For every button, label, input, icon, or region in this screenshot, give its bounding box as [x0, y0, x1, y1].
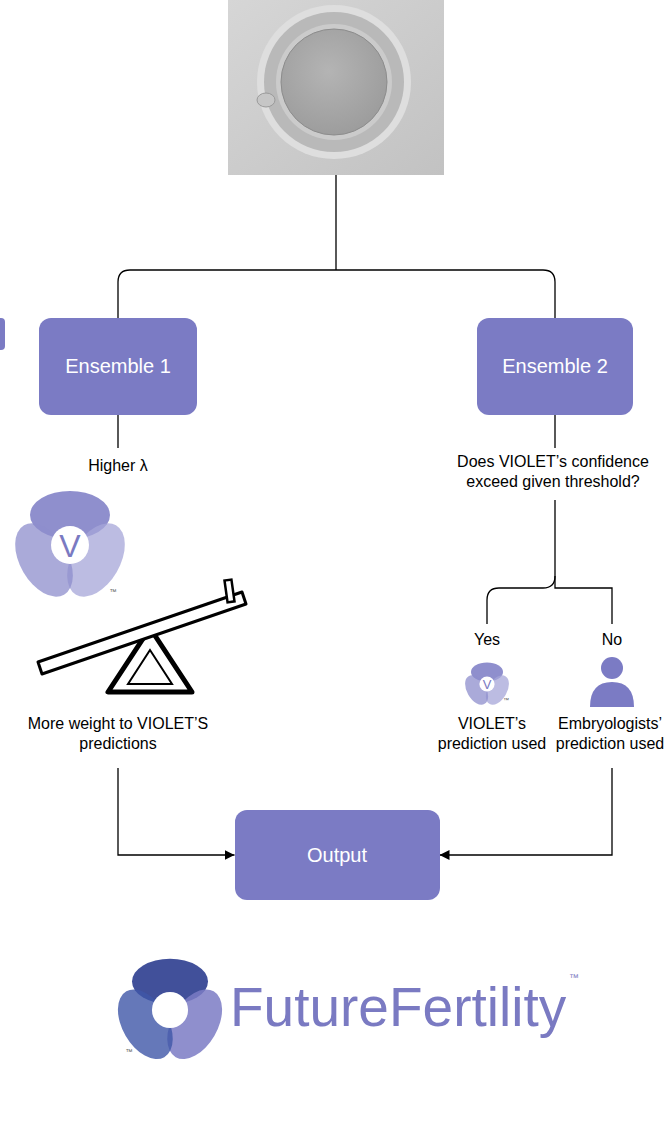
ensemble-box: Ensemble 2	[477, 318, 633, 415]
person-body	[590, 682, 634, 707]
trademark-mark: ™	[106, 587, 120, 597]
logo-letter: V	[50, 526, 90, 566]
violet-logo	[3, 491, 137, 607]
trademark-mark: ™	[122, 1047, 136, 1057]
logo-petals	[3, 491, 137, 607]
brand-icon	[107, 959, 234, 1069]
logo-letter: V	[478, 677, 496, 693]
branch-label: No	[587, 630, 637, 650]
handle	[224, 580, 234, 603]
ooplasm	[281, 29, 387, 135]
trademark-mark: ™	[566, 972, 582, 984]
person-icon	[590, 657, 634, 707]
seesaw-icon	[38, 580, 246, 692]
outcome-text: More weight to VIOLET’S predictions	[18, 714, 218, 754]
perivitelline-space	[276, 24, 392, 140]
ensemble-box: Ensemble 1	[39, 318, 197, 415]
split-bracket	[118, 175, 555, 318]
trademark-mark: ™	[500, 696, 512, 704]
node-label: Output	[307, 843, 367, 867]
fulcrum-inner	[128, 650, 172, 684]
branch-label: Yes	[462, 630, 512, 650]
photo-ground	[228, 0, 444, 175]
halo	[257, 5, 411, 159]
zona-pellucida	[264, 12, 404, 152]
node-label: Ensemble 2	[502, 354, 608, 378]
flow-arrow	[118, 415, 235, 856]
cropped-box	[0, 318, 5, 350]
yes-branch-line	[487, 576, 555, 624]
oocyte-photo	[228, 0, 444, 175]
polar-body	[257, 93, 275, 107]
node-label: Ensemble 1	[65, 354, 171, 378]
decision-question: Does VIOLET’s confidence exceed given th…	[445, 452, 661, 492]
person-head	[601, 657, 623, 679]
outcome-text: VIOLET’s prediction used	[431, 714, 553, 754]
output-box: Output	[235, 810, 440, 900]
brand-wordmark: FutureFertility	[230, 980, 610, 1035]
violet-logo-small	[460, 662, 513, 708]
criterion-label: Higher λ	[58, 456, 178, 476]
outcome-text: Embryologists’ prediction used	[549, 714, 671, 754]
plank	[38, 592, 246, 674]
logo-petals	[460, 662, 513, 708]
icon-center	[152, 992, 188, 1028]
